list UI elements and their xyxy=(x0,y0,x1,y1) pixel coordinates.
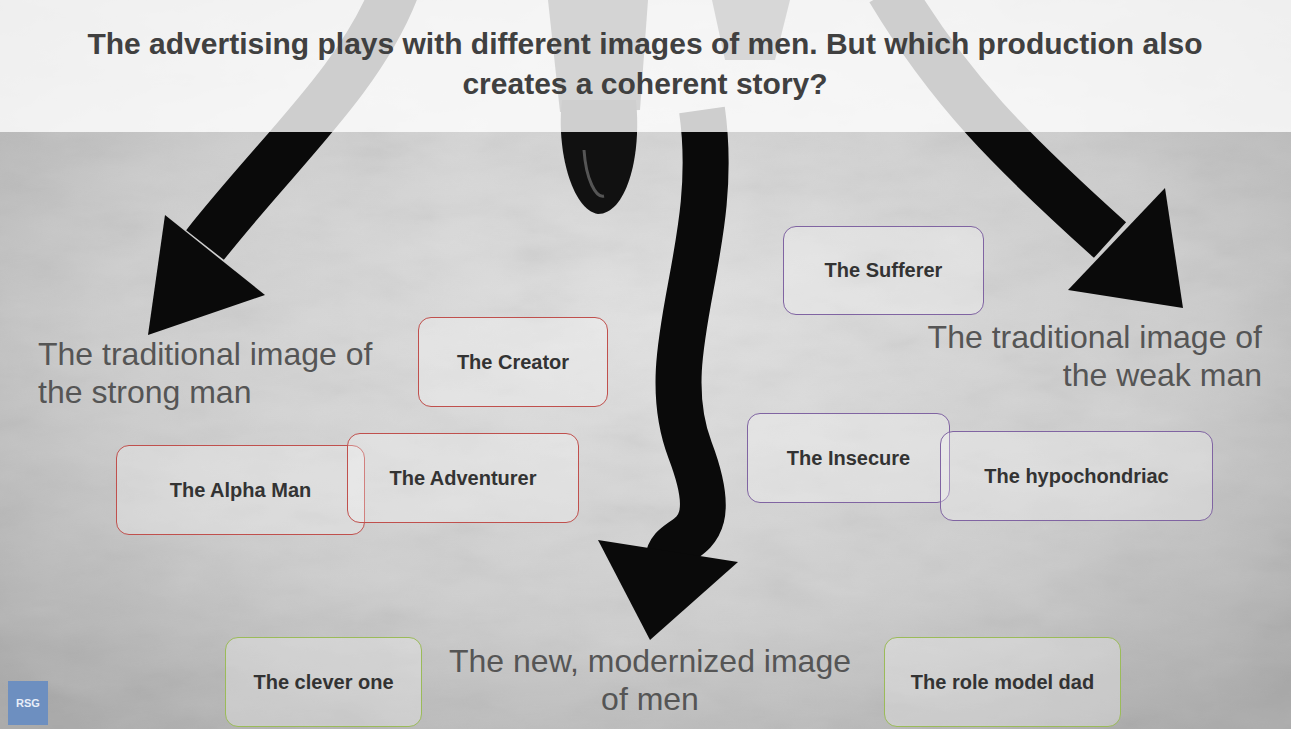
box-label: The Creator xyxy=(457,347,569,378)
box-label: The role model dad xyxy=(911,667,1094,698)
category-box: The clever one xyxy=(225,637,422,727)
label-text: RSG xyxy=(16,697,40,709)
category-box: The Adventurer xyxy=(347,433,579,523)
box-label: The Sufferer xyxy=(825,255,943,286)
box-label: The Insecure xyxy=(787,443,910,474)
label-text: The traditional image of the strong man xyxy=(38,336,372,410)
box-label: The Adventurer xyxy=(389,463,536,494)
title: The advertising plays with different ima… xyxy=(85,24,1205,104)
category-box: The Alpha Man xyxy=(116,445,365,535)
group-heading: The traditional image of the strong man xyxy=(38,335,388,411)
category-box: The Creator xyxy=(418,317,608,407)
box-label: The Alpha Man xyxy=(170,475,311,506)
box-label: The clever one xyxy=(253,667,393,698)
label-text: The traditional image of the weak man xyxy=(928,319,1262,393)
category-box: The Sufferer xyxy=(783,226,984,315)
group-heading: The new, modernized image of men xyxy=(440,642,860,718)
group-heading: The traditional image of the weak man xyxy=(882,318,1262,394)
label-text: The new, modernized image of men xyxy=(449,643,851,717)
category-box: The role model dad xyxy=(884,637,1121,727)
category-box: The hypochondriac xyxy=(940,431,1213,521)
title-banner xyxy=(0,0,1291,132)
category-box: The Insecure xyxy=(747,413,950,503)
logo: RSG xyxy=(8,681,48,725)
box-label: The hypochondriac xyxy=(984,461,1168,492)
